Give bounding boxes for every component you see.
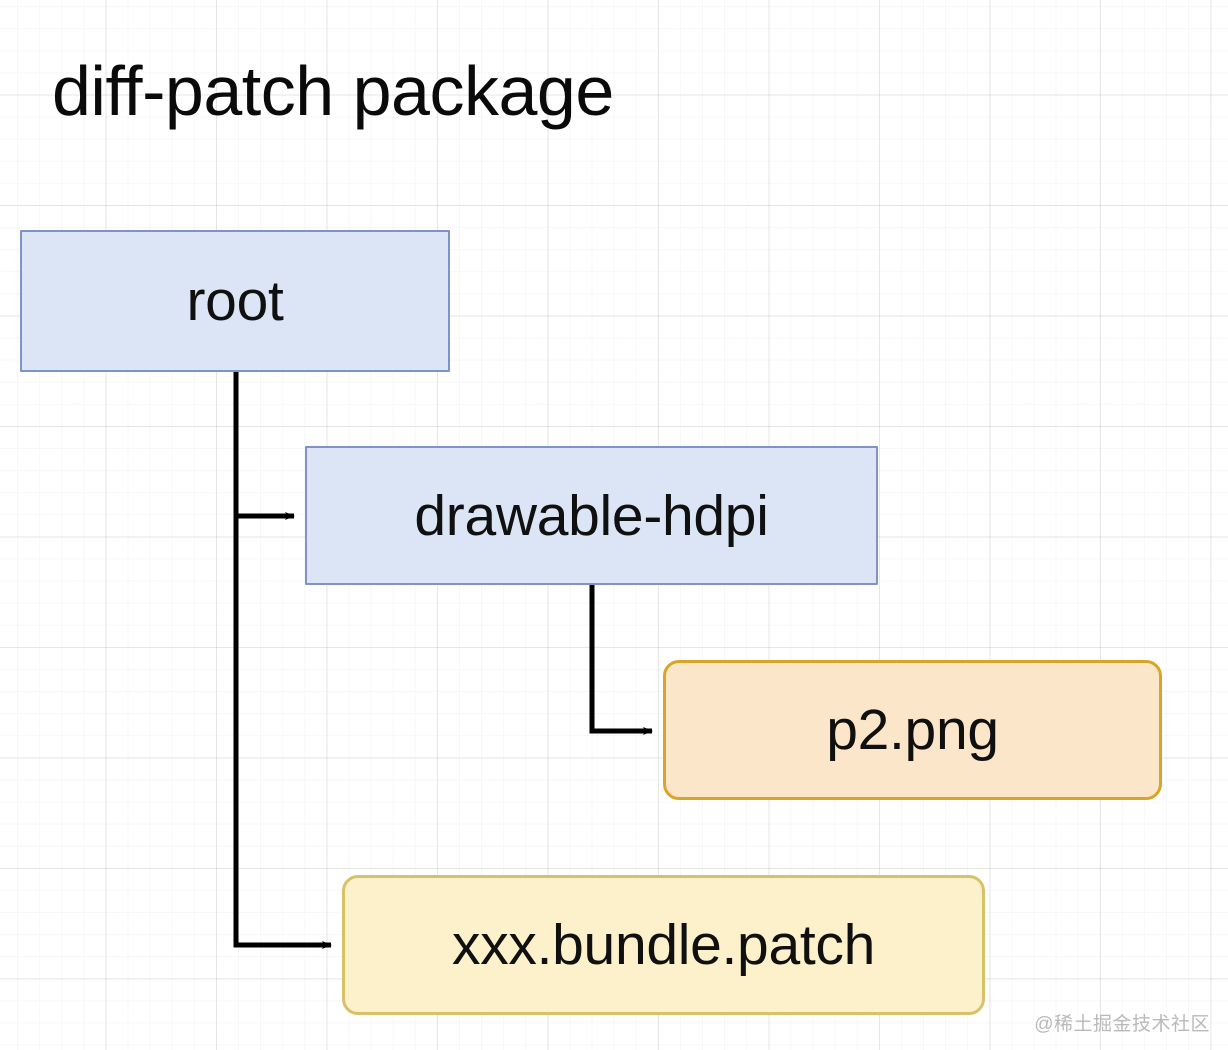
page-title: diff-patch package — [52, 52, 614, 130]
node-drawable-hdpi[interactable]: drawable-hdpi — [305, 446, 878, 585]
edge-drawable-to-p2 — [589, 585, 653, 735]
node-xxx-bundle-patch[interactable]: xxx.bundle.patch — [342, 875, 985, 1015]
node-drawable-hdpi-label: drawable-hdpi — [414, 483, 769, 548]
watermark: @稀土掘金技术社区 — [1034, 1014, 1210, 1035]
node-root[interactable]: root — [20, 230, 450, 372]
node-p2-png[interactable]: p2.png — [663, 660, 1162, 800]
node-p2-png-label: p2.png — [826, 698, 999, 762]
edge-root-to-drawable — [233, 372, 295, 520]
node-root-label: root — [186, 269, 284, 333]
node-xxx-bundle-patch-label: xxx.bundle.patch — [452, 913, 875, 977]
